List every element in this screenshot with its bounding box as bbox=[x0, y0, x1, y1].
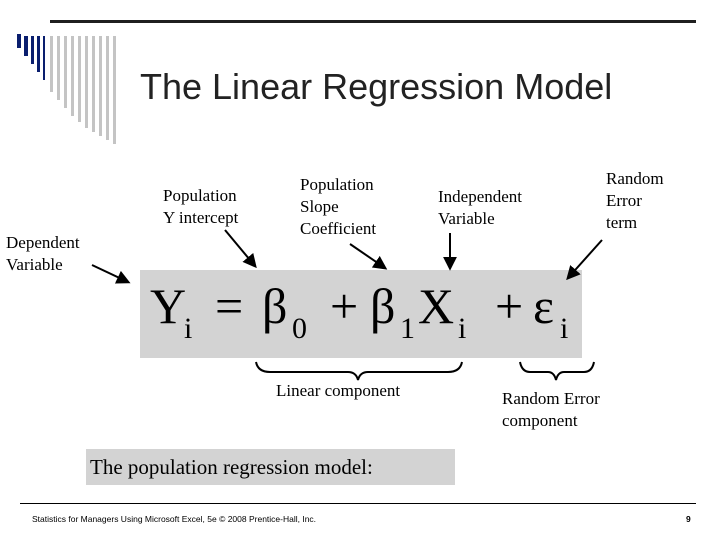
random-error-brace bbox=[519, 361, 595, 381]
y-intercept-label: Population Y intercept bbox=[163, 186, 239, 227]
random-error-term-label: Random Error term bbox=[606, 169, 664, 232]
formula-beta1: β bbox=[370, 278, 396, 334]
formula-sub-1: 1 bbox=[400, 312, 415, 345]
dependent-variable-label: Dependent Variable bbox=[6, 233, 80, 274]
linear-component-label: Linear component bbox=[276, 381, 401, 400]
linear-component-brace bbox=[255, 361, 463, 381]
formula-equals: = bbox=[215, 278, 244, 334]
formula-sub-i-2: i bbox=[458, 312, 467, 345]
formula-beta0: β bbox=[262, 278, 288, 334]
decorative-bars bbox=[17, 34, 45, 80]
decorative-grey-bars bbox=[50, 36, 116, 144]
formula-epsilon: ε bbox=[533, 278, 554, 334]
formula-plus-2: + bbox=[495, 278, 524, 334]
formula-X: X bbox=[418, 278, 455, 334]
formula-sub-i-1: i bbox=[184, 312, 193, 345]
slope-coefficient-arrow bbox=[349, 243, 388, 270]
random-error-term-arrow bbox=[566, 239, 603, 281]
dependent-variable-arrow bbox=[91, 264, 131, 284]
footer-text: Statistics for Managers Using Microsoft … bbox=[32, 514, 317, 524]
footer-rule bbox=[20, 503, 696, 504]
formula-plus-1: + bbox=[330, 278, 359, 334]
y-intercept-arrow bbox=[224, 229, 257, 269]
formula-sub-i-3: i bbox=[560, 312, 569, 345]
population-model-text: The population regression model: bbox=[90, 455, 373, 479]
formula-sub-0: 0 bbox=[292, 312, 307, 345]
slide-title: The Linear Regression Model bbox=[140, 66, 613, 107]
slope-coefficient-label: Population Slope Coefficient bbox=[300, 175, 377, 238]
page-number: 9 bbox=[686, 514, 691, 524]
top-rule bbox=[50, 20, 696, 23]
independent-variable-label: Independent Variable bbox=[438, 187, 523, 228]
random-error-component-label: Random Error component bbox=[502, 389, 600, 430]
formula-Y: Y bbox=[150, 278, 187, 334]
formula-box bbox=[140, 270, 582, 358]
population-model-box bbox=[86, 449, 455, 485]
